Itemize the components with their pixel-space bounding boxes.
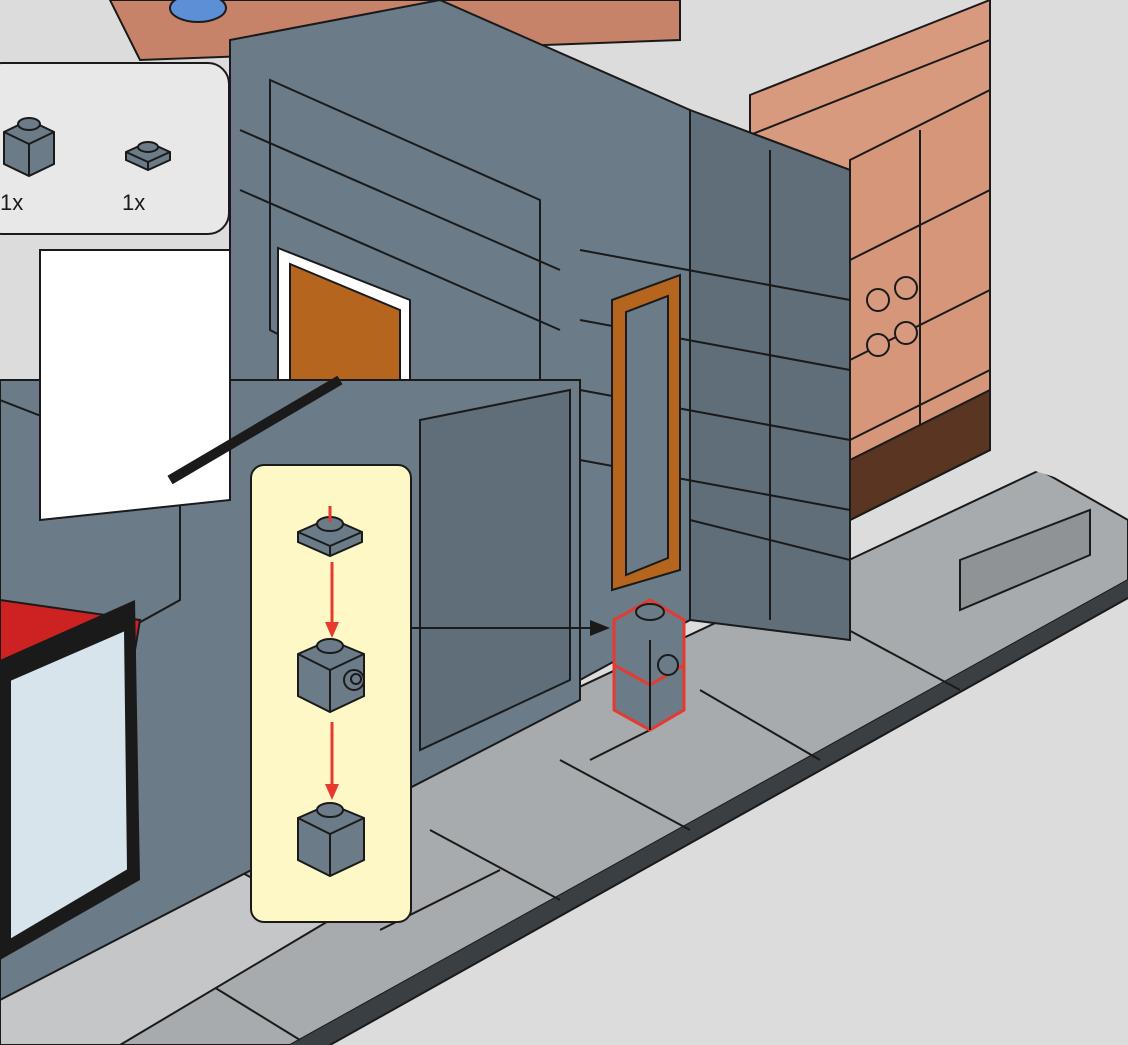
sub-arrow-2	[325, 722, 339, 800]
highlighted-new-brick	[614, 600, 684, 730]
brick-1x1-qty: 1x	[0, 190, 23, 216]
parts-list-callout: 1x 1x	[0, 62, 230, 235]
sub-brick-side-stud	[298, 639, 364, 712]
plate-1x1-icon	[122, 136, 174, 172]
sub-plate-1x1	[298, 506, 362, 556]
sub-assembly-callout	[250, 464, 412, 923]
sub-assembly-diagram	[252, 466, 414, 925]
sub-brick-1x1	[298, 803, 364, 876]
plate-1x1-qty: 1x	[122, 190, 145, 216]
brick-1x1-icon	[0, 114, 58, 180]
sub-arrow-1	[325, 562, 339, 638]
